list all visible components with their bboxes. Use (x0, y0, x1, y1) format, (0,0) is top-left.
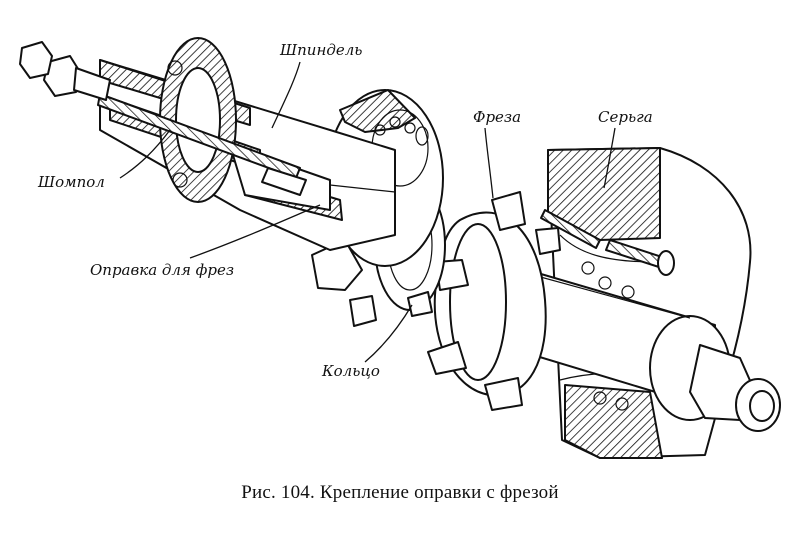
label-ring: Кольцо (321, 304, 413, 380)
svg-text:Кольцо: Кольцо (321, 362, 380, 380)
spindle-body (19, 37, 396, 251)
svg-text:Фреза: Фреза (473, 108, 521, 126)
bearing-housing (540, 147, 752, 459)
svg-text:Серьга: Серьга (598, 108, 653, 126)
svg-text:Оправка для фрез: Оправка для фрез (90, 261, 234, 279)
figure-caption: Рис. 104. Крепление оправки с фрезой (241, 482, 559, 503)
label-ramrod: Шомпол (37, 129, 171, 191)
label-earring: Серьга (598, 108, 653, 189)
label-cutter: Фреза (473, 108, 521, 199)
label-arbor: Оправка для фрез (90, 204, 321, 279)
svg-text:Шомпол: Шомпол (37, 173, 105, 191)
milling-cutter (427, 191, 561, 411)
label-spindle: Шпиндель (271, 41, 362, 129)
svg-text:Шпиндель: Шпиндель (279, 41, 362, 59)
